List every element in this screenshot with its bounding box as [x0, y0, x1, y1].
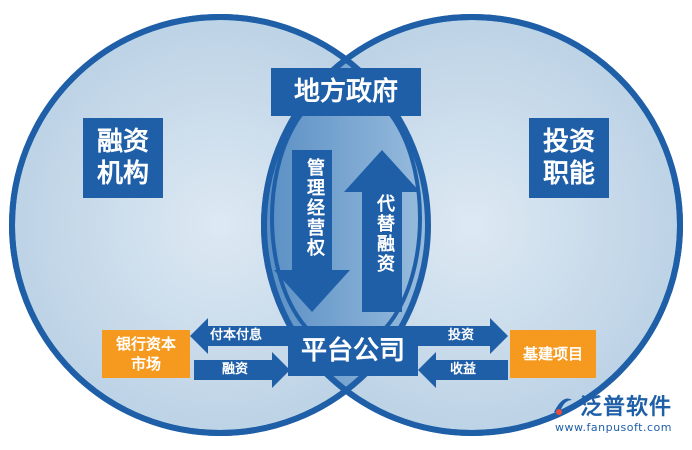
up-arrow [344, 150, 420, 312]
left-arrow-return [418, 352, 508, 388]
return-label: 收益 [450, 362, 477, 377]
left-arrow-pay [190, 318, 288, 354]
invest-label: 投资 [448, 328, 475, 343]
down-arrow-label: 管理经营权 [304, 158, 325, 258]
bank-capital-market-box: 银行资本 市场 [102, 330, 190, 378]
local-government-label: 地方政府 [293, 77, 398, 107]
local-government-box: 地方政府 [271, 68, 421, 116]
brand-logo-icon [553, 398, 572, 415]
down-arrow [274, 150, 350, 312]
up-arrow-label: 代替融资 [374, 194, 395, 274]
infrastructure-project-box: 基建项目 [510, 330, 596, 378]
investment-function-line2: 职能 [542, 159, 595, 189]
financing-institution-line2: 机构 [96, 159, 149, 189]
financing-institution-line1: 融资 [96, 127, 149, 157]
right-arrow-invest [418, 318, 508, 354]
pay-principal-interest-label: 付本付息 [210, 328, 263, 343]
investment-function-line1: 投资 [542, 127, 595, 157]
brand-logo: 泛普软件 www.fanpusoft.com [550, 389, 672, 434]
infrastructure-project-label: 基建项目 [522, 345, 583, 363]
financing-institution-box: 融资 机构 [83, 118, 163, 198]
bank-capital-market-line1: 银行资本 [115, 335, 176, 353]
right-arrow-finance [194, 352, 290, 388]
investment-function-box: 投资 职能 [529, 118, 609, 198]
financing-label: 融资 [222, 362, 249, 377]
brand-name: 泛普软件 [579, 395, 672, 420]
bank-capital-market-line2: 市场 [130, 355, 161, 373]
platform-company-box: 平台公司 [288, 326, 418, 376]
brand-url: www.fanpusoft.com [555, 421, 672, 434]
platform-company-label: 平台公司 [300, 336, 405, 366]
